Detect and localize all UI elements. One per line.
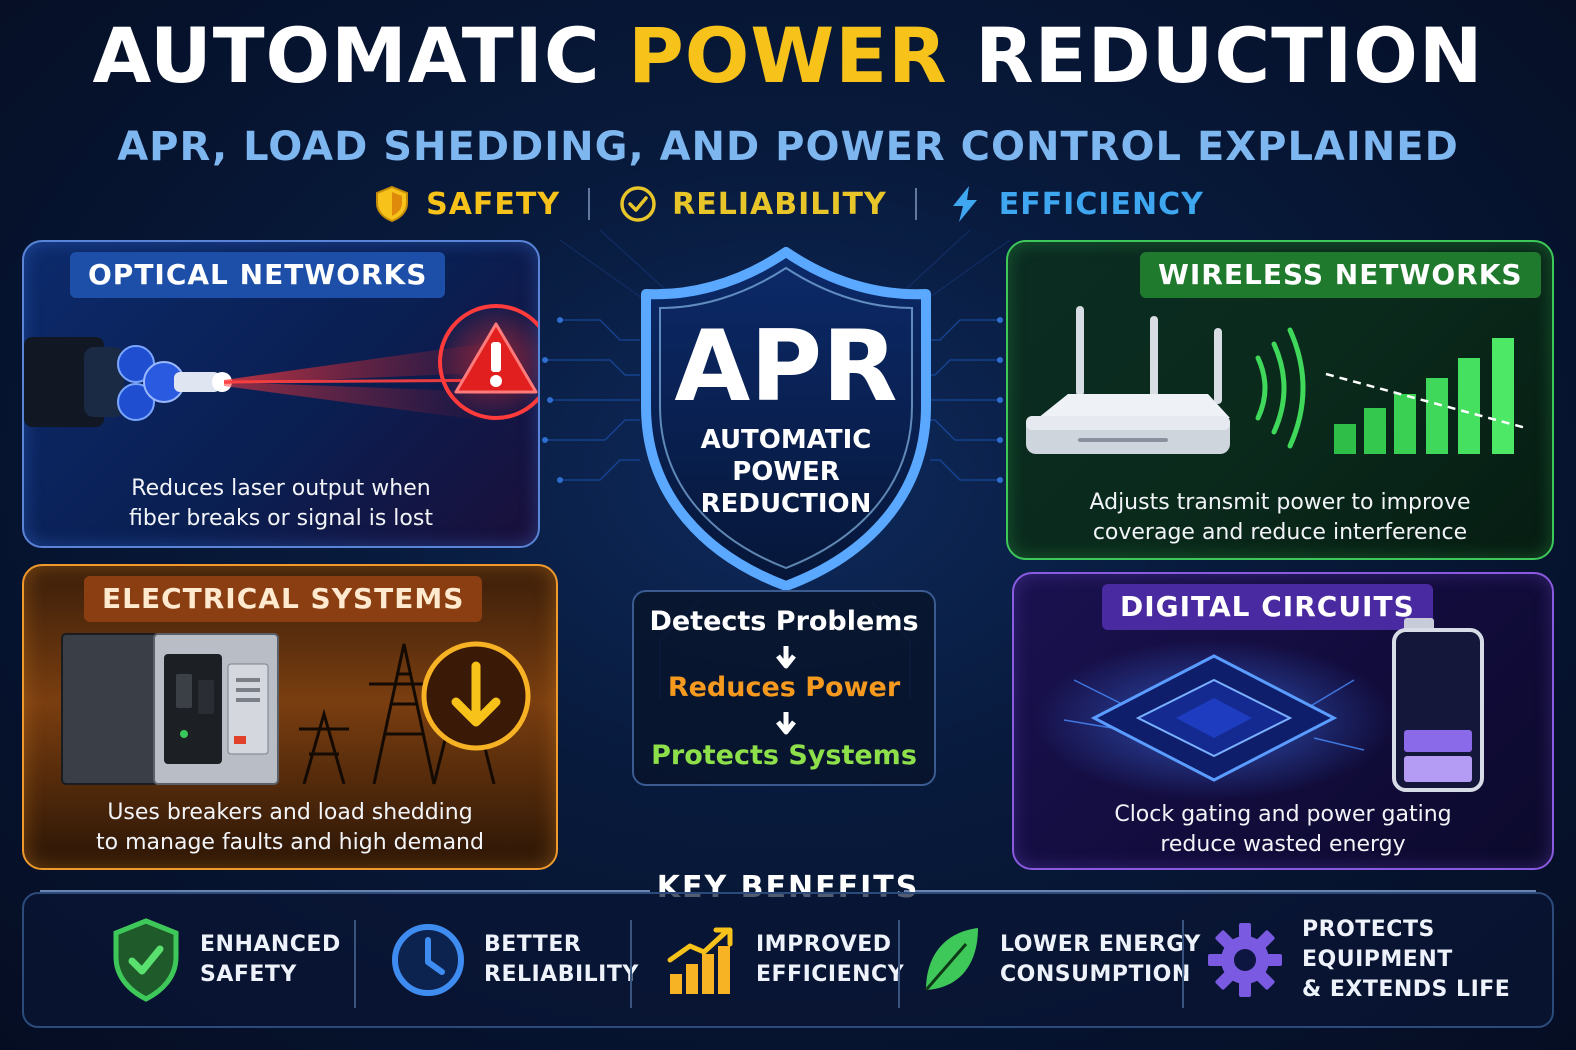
apr-process-flow: Detects Problems Reduces Power Protects …	[632, 590, 936, 786]
pillars-row: SAFETY RELIABILITY EFFICIENCY	[0, 182, 1576, 226]
card-optical-networks: OPTICAL NETWORKS Reduces laser output wh…	[22, 240, 540, 548]
arrow-down-icon	[776, 712, 796, 735]
benefit-label-line: RELIABILITY	[484, 962, 639, 987]
benefit-label-line: EFFICIENCY	[756, 962, 905, 987]
lightning-icon	[952, 186, 977, 222]
apr-expansion-line: REDUCTION	[700, 489, 872, 519]
benefit-label-line: & EXTENDS LIFE	[1302, 977, 1511, 1002]
benefit-label-line: BETTER	[484, 932, 582, 957]
card-description-line: Clock gating and power gating	[1114, 802, 1452, 827]
page-subtitle: APR, LOAD SHEDDING, AND POWER CONTROL EX…	[117, 124, 1459, 170]
shield-icon	[376, 185, 409, 223]
benefit-protects-equipment: PROTECTS EQUIPMENT & EXTENDS LIFE	[1206, 914, 1576, 1006]
benefit-lower-energy: LOWER ENERGY CONSUMPTION	[920, 914, 1201, 1006]
clock-icon	[392, 924, 464, 996]
apr-shield-icon	[641, 247, 931, 591]
pillar-label: SAFETY	[426, 186, 561, 222]
card-wireless-networks: WIRELESS NETWORKS Adjusts transmit power…	[1006, 240, 1554, 560]
card-electrical-systems: ELECTRICAL SYSTEMS Uses breakers and loa…	[22, 564, 558, 870]
benefit-label-line: ENHANCED	[200, 932, 341, 957]
card-description-line: to manage faults and high demand	[96, 830, 484, 855]
pillar-label: EFFICIENCY	[998, 186, 1204, 222]
benefit-label-line: CONSUMPTION	[1000, 962, 1191, 987]
card-description-line: Uses breakers and load shedding	[107, 800, 473, 825]
benefit-label-line: IMPROVED	[756, 932, 892, 957]
benefit-label-line: LOWER ENERGY	[1000, 932, 1201, 957]
card-description-line: Adjusts transmit power to improve	[1089, 490, 1471, 515]
gear-icon	[1208, 923, 1282, 997]
leaf-icon	[924, 928, 978, 991]
pillar-separator	[588, 188, 591, 220]
benefit-label: LOWER ENERGY CONSUMPTION	[1000, 930, 1201, 990]
benefit-label-line: PROTECTS EQUIPMENT	[1302, 917, 1453, 972]
flow-step-reduce: Reduces Power	[667, 672, 901, 703]
flow-step-protect: Protects Systems	[651, 740, 917, 771]
fiber-laser-illustration	[24, 302, 538, 427]
apr-expansion-line: POWER	[732, 457, 840, 487]
chip-battery-illustration	[1034, 618, 1484, 800]
benefit-better-reliability: BETTER RELIABILITY	[390, 914, 639, 1006]
apr-expansion-line: AUTOMATIC	[700, 425, 872, 455]
pillar-separator	[914, 188, 917, 220]
card-tag: DIGITAL CIRCUITS	[1102, 584, 1433, 630]
pillar-reliability: RELIABILITY	[618, 184, 887, 224]
benefit-separator	[1182, 920, 1184, 1008]
card-description-line: fiber breaks or signal is lost	[129, 506, 433, 531]
benefits-title-rule-left	[40, 890, 650, 892]
pillar-efficiency: EFFICIENCY	[945, 184, 1204, 224]
arrow-down-icon	[776, 646, 796, 669]
title-accent: POWER	[628, 11, 948, 100]
bar-chart-up-icon	[667, 927, 733, 994]
pillar-safety: SAFETY	[372, 184, 560, 224]
breaker-and-towers-illustration	[61, 633, 531, 785]
benefit-separator	[354, 920, 356, 1008]
benefit-separator	[630, 920, 632, 1008]
router-signal-illustration	[1026, 306, 1527, 454]
page-title: AUTOMATIC POWER REDUCTION	[0, 18, 1576, 94]
apr-acronym: APR	[674, 310, 898, 424]
benefit-label-line: SAFETY	[200, 962, 297, 987]
shield-check-icon	[113, 918, 179, 1002]
apr-expansion: AUTOMATIC POWER REDUCTION	[636, 424, 936, 520]
benefit-label: PROTECTS EQUIPMENT & EXTENDS LIFE	[1302, 915, 1576, 1005]
card-digital-circuits: DIGITAL CIRCUITS Clock gating and power …	[1012, 572, 1554, 870]
card-description-line: reduce wasted energy	[1160, 832, 1406, 857]
card-tag: OPTICAL NETWORKS	[70, 252, 446, 298]
flow-step-detect: Detects Problems	[649, 606, 919, 637]
benefit-improved-efficiency: IMPROVED EFFICIENCY	[666, 914, 904, 1006]
card-description-line: Reduces laser output when	[131, 476, 431, 501]
card-tag: ELECTRICAL SYSTEMS	[84, 576, 483, 622]
benefit-enhanced-safety: ENHANCED SAFETY	[110, 914, 341, 1006]
benefits-title-rule-right	[904, 890, 1536, 892]
title-part-1: AUTOMATIC	[92, 11, 601, 100]
benefit-label: ENHANCED SAFETY	[200, 930, 341, 990]
pillar-label: RELIABILITY	[672, 186, 887, 222]
benefits-panel	[22, 892, 1554, 1028]
card-description-line: coverage and reduce interference	[1092, 520, 1468, 545]
benefit-separator	[898, 920, 900, 1008]
check-circle-icon	[620, 186, 656, 222]
title-part-2: REDUCTION	[975, 11, 1484, 100]
benefit-label: BETTER RELIABILITY	[484, 930, 639, 990]
benefit-label: IMPROVED EFFICIENCY	[756, 930, 904, 990]
card-tag: WIRELESS NETWORKS	[1140, 252, 1541, 298]
